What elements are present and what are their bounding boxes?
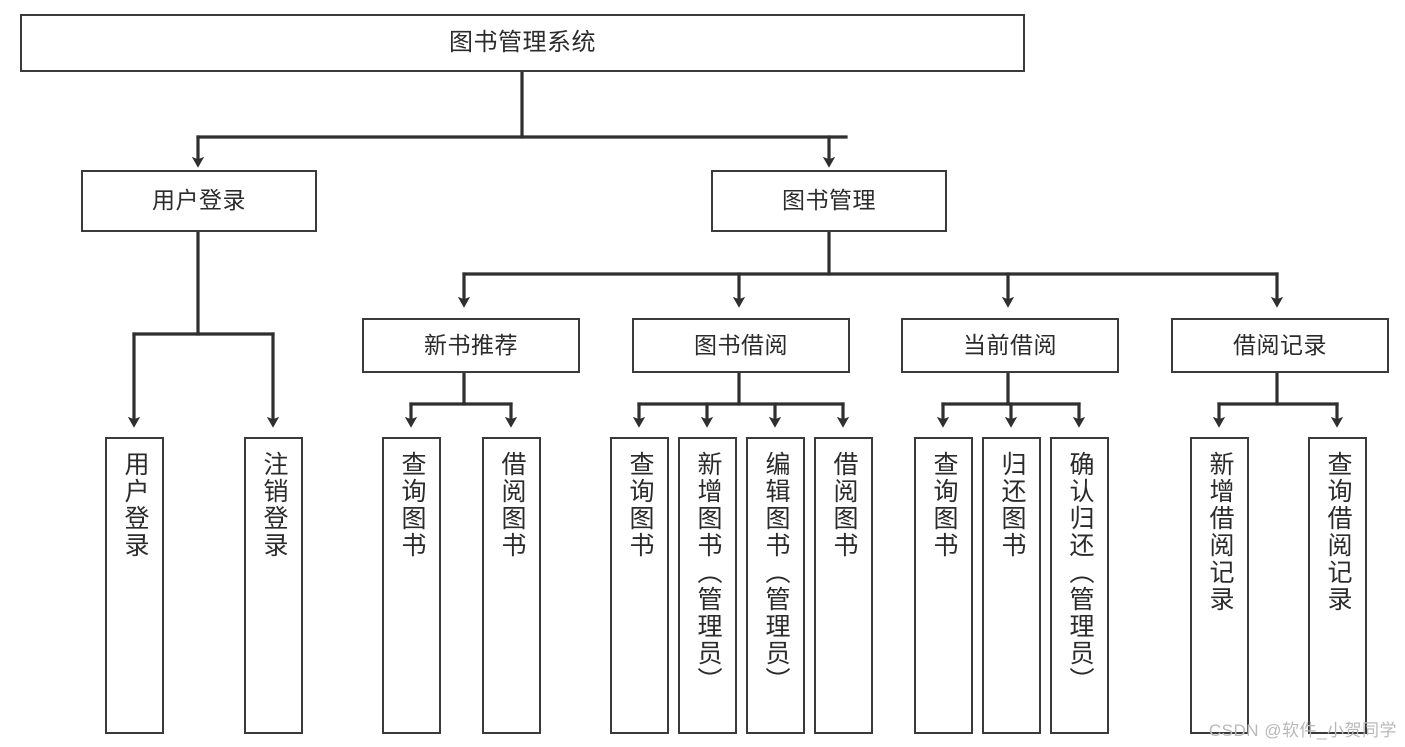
leaf-query-book-recommendation[interactable]: 查询图书 [382,437,441,734]
node-label: 查询图书 [398,451,426,559]
leaf-confirm-return-admin[interactable]: 确认归还（管理员） [1050,437,1109,734]
node-label: 用户登录 [152,187,246,214]
leaf-edit-book-admin[interactable]: 编辑图书（管理员） [746,437,805,734]
node-label: 新增图书（管理员） [694,451,722,694]
node-label: 查询借阅记录 [1324,451,1352,613]
node-label: 图书管理 [782,187,876,214]
node-label: 新书推荐 [424,331,518,358]
node-label: 图书借阅 [694,331,788,358]
node-current-borrowing[interactable]: 当前借阅 [901,318,1119,373]
leaf-add-book-admin[interactable]: 新增图书（管理员） [678,437,737,734]
node-book-borrowing[interactable]: 图书借阅 [632,318,850,373]
node-label: 用户登录 [121,451,149,559]
leaf-query-borrow-record[interactable]: 查询借阅记录 [1308,437,1367,734]
node-label: 查询图书 [930,451,958,559]
node-label: 借阅图书 [830,451,858,559]
node-label: 查询图书 [626,451,654,559]
node-label: 图书管理系统 [449,28,596,56]
node-new-book-recommendation[interactable]: 新书推荐 [362,318,580,373]
node-label: 借阅记录 [1233,331,1327,358]
leaf-query-book-borrowing[interactable]: 查询图书 [610,437,669,734]
leaf-add-borrow-record[interactable]: 新增借阅记录 [1190,437,1249,734]
node-label: 确认归还（管理员） [1066,451,1094,694]
csdn-watermark: CSDN @软件_小贺同学 [1208,721,1397,740]
node-label: 新增借阅记录 [1206,451,1234,613]
node-label: 注销登录 [260,451,288,559]
leaf-return-book[interactable]: 归还图书 [982,437,1041,734]
leaf-borrow-book-recommendation[interactable]: 借阅图书 [482,437,541,734]
node-label: 借阅图书 [498,451,526,559]
leaf-query-book-current[interactable]: 查询图书 [914,437,973,734]
node-label: 编辑图书（管理员） [762,451,790,694]
leaf-user-login[interactable]: 用户登录 [105,437,164,734]
node-book-management[interactable]: 图书管理 [711,170,947,232]
node-root-system[interactable]: 图书管理系统 [20,14,1025,72]
node-label: 归还图书 [998,451,1026,559]
node-label: 当前借阅 [963,331,1057,358]
node-borrow-records[interactable]: 借阅记录 [1171,318,1389,373]
leaf-logout[interactable]: 注销登录 [244,437,303,734]
node-user-login[interactable]: 用户登录 [81,170,317,232]
leaf-borrow-book-borrowing[interactable]: 借阅图书 [814,437,873,734]
